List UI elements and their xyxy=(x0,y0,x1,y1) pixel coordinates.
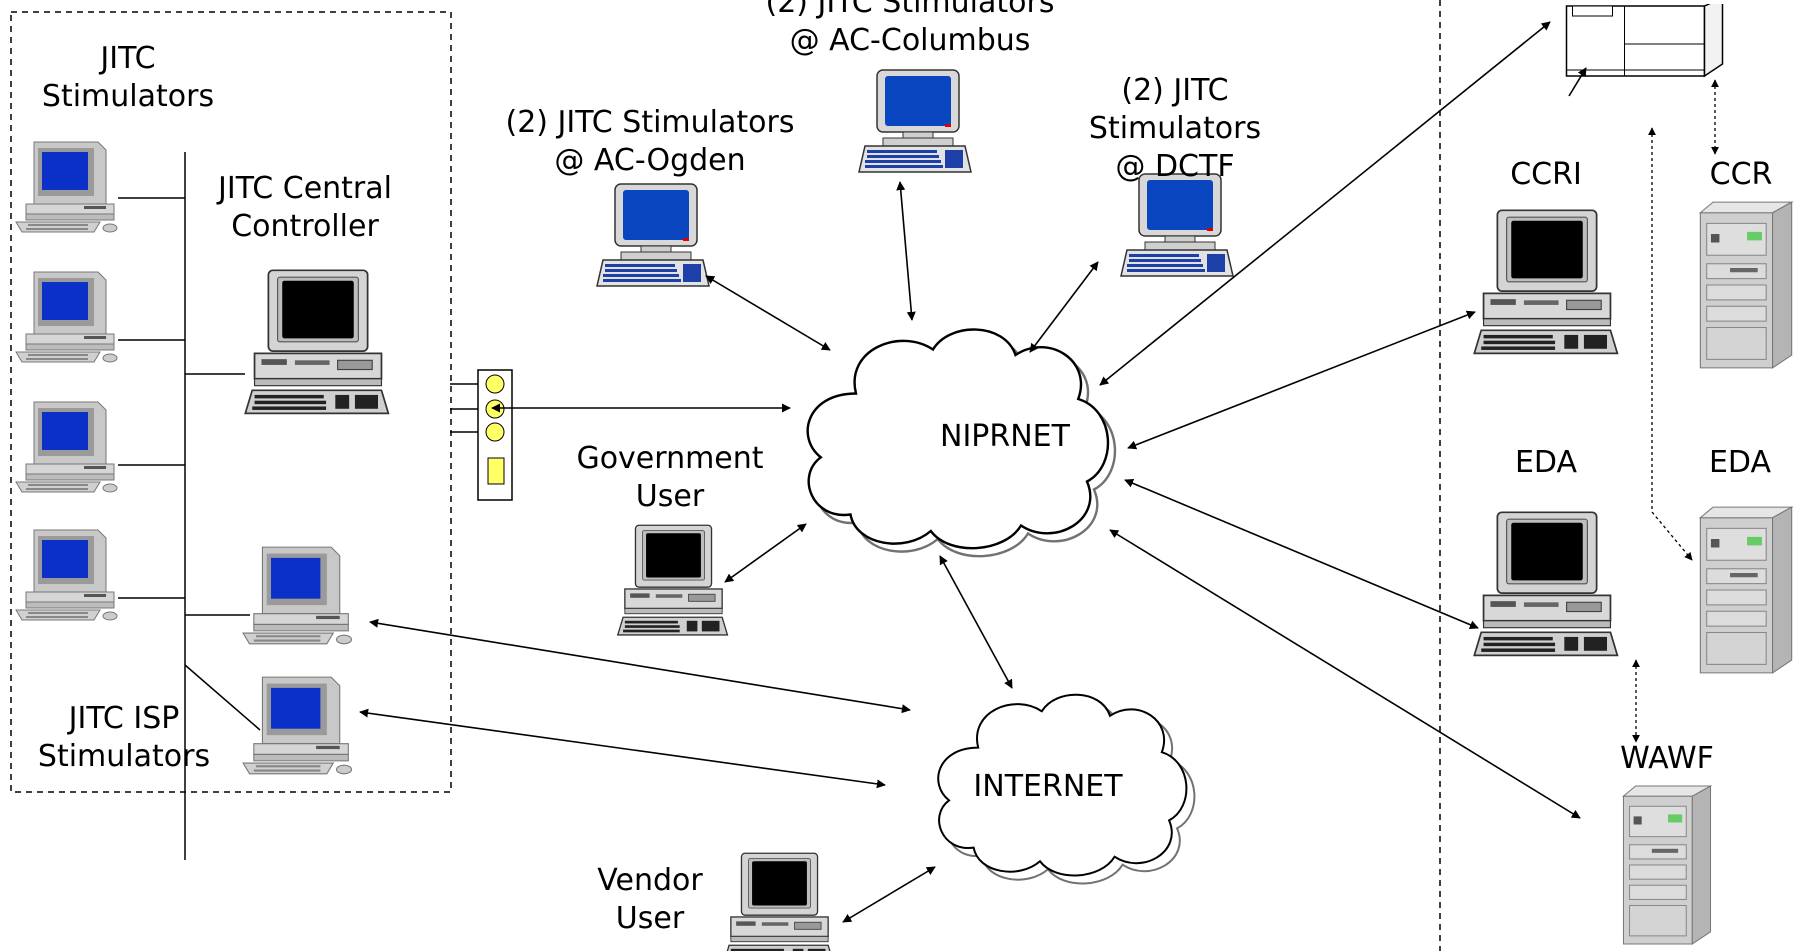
ccr-server-icon xyxy=(1699,201,1793,369)
jitc-stimulator-3-icon xyxy=(15,401,118,493)
dotted-arrows xyxy=(1632,79,1719,743)
ac-columbus-label: (2) JITC Stimulators@ AC-Columbus xyxy=(765,0,1055,58)
wawf-server-icon xyxy=(1622,785,1712,945)
eda-left-label: EDA xyxy=(1514,445,1578,480)
network-hub-icon xyxy=(477,369,513,501)
ccri-computer-icon xyxy=(1473,209,1619,355)
eda-computer-icon xyxy=(1473,511,1619,657)
ac-ogden-terminal-icon xyxy=(596,183,710,287)
niprnet-label: NIPRNET xyxy=(940,419,1070,454)
ccri-label: CCRI xyxy=(1510,157,1582,192)
ccr-label: CCR xyxy=(1709,157,1773,192)
jitc-stimulator-1-icon xyxy=(15,141,118,233)
ac-ogden-label: (2) JITC Stimulators@ AC-Ogden xyxy=(505,105,795,178)
vendor-user-computer-icon xyxy=(723,852,835,951)
government-user-computer-icon xyxy=(617,524,729,636)
connection-arrows xyxy=(359,21,1587,923)
jitc-isp-stimulator-1-icon xyxy=(242,546,353,645)
eda-server-icon xyxy=(1699,506,1793,674)
mainframe-cabinet-icon xyxy=(1565,4,1724,77)
jitc-boundary-box xyxy=(10,11,452,793)
dctf-terminal-icon xyxy=(1120,173,1234,277)
wawf-label: WAWF xyxy=(1620,741,1714,776)
jitc-central-controller-icon xyxy=(244,269,390,415)
jitc-stimulator-4-icon xyxy=(15,529,118,621)
ac-columbus-terminal-icon xyxy=(858,69,972,173)
jitc-lan-bus xyxy=(118,152,486,860)
jitc-stimulator-2-icon xyxy=(15,271,118,363)
internet-label: INTERNET xyxy=(973,769,1123,804)
eda-right-label: EDA xyxy=(1708,445,1772,480)
jitc-isp-stimulator-2-icon xyxy=(242,676,353,775)
